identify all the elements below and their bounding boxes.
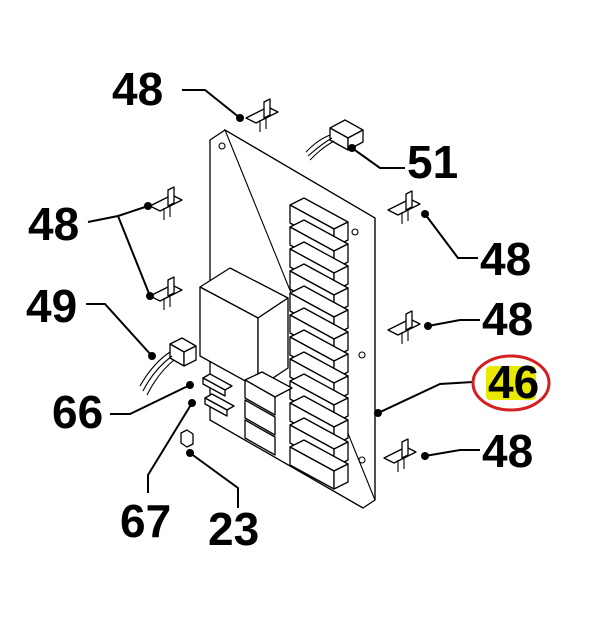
- callout-48-right-2: 48: [482, 293, 533, 345]
- callout-48-right-3: 48: [482, 425, 533, 477]
- highlight-circle: [471, 354, 551, 412]
- transformer-icon: [199, 267, 289, 389]
- callout-49: 49: [26, 280, 77, 332]
- standoff-clip-icon: [387, 310, 421, 344]
- callout-48-left: 48: [28, 198, 79, 250]
- highlight-fill: [486, 366, 536, 400]
- callout-48-right-1: 48: [480, 233, 531, 285]
- standoff-clip-icon: [387, 190, 421, 224]
- standoff-clip-icon: [149, 276, 183, 310]
- callout-48-top: 48: [112, 63, 163, 115]
- relay-block-icon: [244, 371, 293, 456]
- relay-block-icon: [289, 197, 349, 490]
- callout-23: 23: [208, 503, 259, 555]
- callout-66: 66: [52, 386, 103, 438]
- relay-icon: [289, 439, 349, 490]
- callout-46: 46: [488, 356, 539, 408]
- leader-dots: [144, 114, 432, 460]
- standoff-clip-icon: [180, 429, 194, 448]
- callout-67: 67: [120, 495, 171, 547]
- standoff-clip-icon: [149, 186, 183, 220]
- standoff-clip-icon: [245, 98, 279, 132]
- wire-connector-icon: [139, 337, 197, 396]
- standoff-clip-icon: [383, 438, 417, 472]
- wire-connector-icon: [305, 119, 364, 161]
- callout-51: 51: [407, 136, 458, 188]
- wire-connector-icon: [202, 373, 235, 417]
- leader-lines: [86, 89, 480, 508]
